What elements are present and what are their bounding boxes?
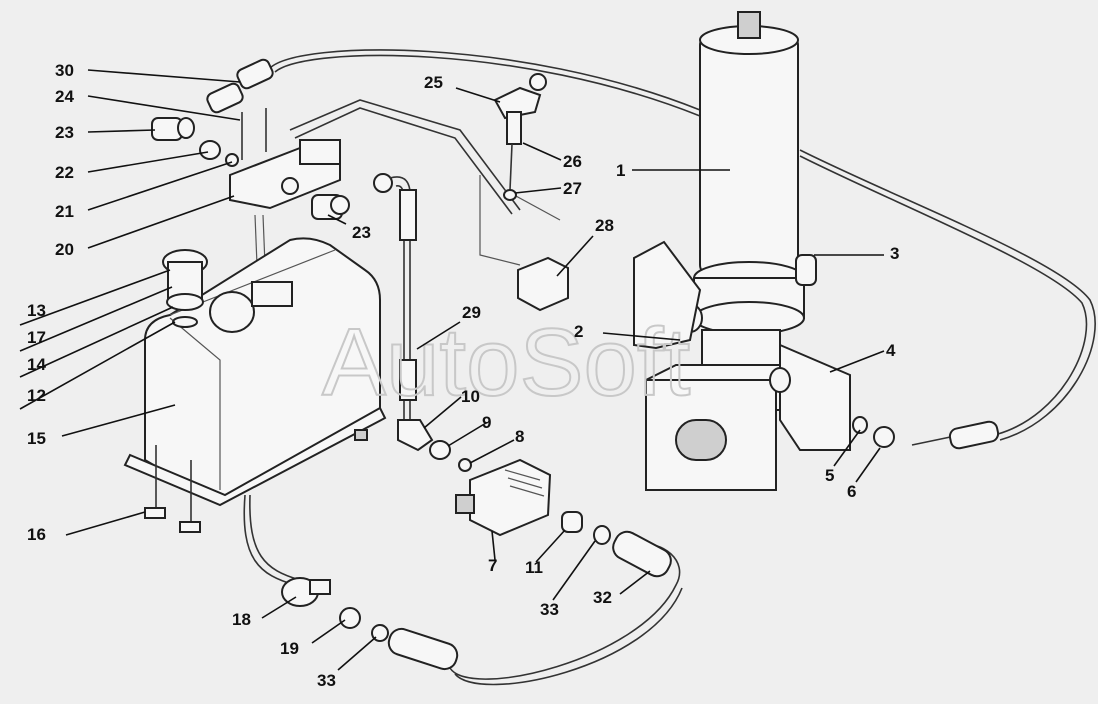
callout-7: 7 xyxy=(488,556,497,575)
tank-outlet-parts xyxy=(281,577,459,671)
pump-inlet-fittings xyxy=(429,440,472,472)
leader-lines xyxy=(19,69,885,671)
callout-27: 27 xyxy=(563,179,582,198)
cylinder-mount-bracket xyxy=(633,240,807,491)
callout-15: 15 xyxy=(27,429,46,448)
cylinder-inlet-fittings xyxy=(852,416,1000,450)
callout-21: 21 xyxy=(55,202,74,221)
callout-25: 25 xyxy=(424,73,443,92)
callout-12: 12 xyxy=(27,386,46,405)
hose-lines xyxy=(243,49,1096,686)
callout-24: 24 xyxy=(55,87,74,106)
pressure-hose xyxy=(373,173,434,452)
callout-26: 26 xyxy=(563,152,582,171)
callout-14: 14 xyxy=(27,355,46,374)
callout-33-left: 33 xyxy=(317,671,336,690)
hose-end-fitting xyxy=(206,58,274,114)
suction-line-parts xyxy=(561,511,672,578)
hydraulic-cylinder xyxy=(677,11,817,411)
callout-28: 28 xyxy=(595,216,614,235)
callout-3: 3 xyxy=(890,244,899,263)
tie-down-bolts xyxy=(144,445,201,533)
callout-16: 16 xyxy=(27,525,46,544)
watermark: AutoSoft xyxy=(322,309,690,416)
trunnion-bracket xyxy=(769,343,851,451)
callout-labels: 30 24 23 22 21 20 13 17 14 12 15 16 18 1… xyxy=(27,61,899,690)
callout-18: 18 xyxy=(232,610,251,629)
callout-4: 4 xyxy=(886,341,896,360)
callout-19: 19 xyxy=(280,639,299,658)
callout-23: 23 xyxy=(55,123,74,142)
return-filter xyxy=(209,281,293,333)
callout-13: 13 xyxy=(27,301,46,320)
callout-2: 2 xyxy=(574,322,583,341)
callout-33-right: 33 xyxy=(540,600,559,619)
elbow-fitting xyxy=(311,194,350,220)
callout-10: 10 xyxy=(461,387,480,406)
callout-29: 29 xyxy=(462,303,481,322)
callout-22: 22 xyxy=(55,163,74,182)
gear-pump xyxy=(455,458,552,537)
callout-8: 8 xyxy=(515,427,524,446)
callout-30: 30 xyxy=(55,61,74,80)
callout-23-right: 23 xyxy=(352,223,371,242)
callout-32: 32 xyxy=(593,588,612,607)
filler-cap-assembly xyxy=(162,249,208,328)
callout-17: 17 xyxy=(27,328,46,347)
callout-6: 6 xyxy=(847,482,856,501)
valve-fittings xyxy=(151,108,267,167)
callout-1: 1 xyxy=(616,161,625,180)
control-lever xyxy=(493,73,569,312)
callout-20: 20 xyxy=(55,240,74,259)
callout-5: 5 xyxy=(825,466,834,485)
callout-11: 11 xyxy=(525,558,543,577)
valve-block xyxy=(229,139,341,210)
callout-9: 9 xyxy=(482,413,491,432)
